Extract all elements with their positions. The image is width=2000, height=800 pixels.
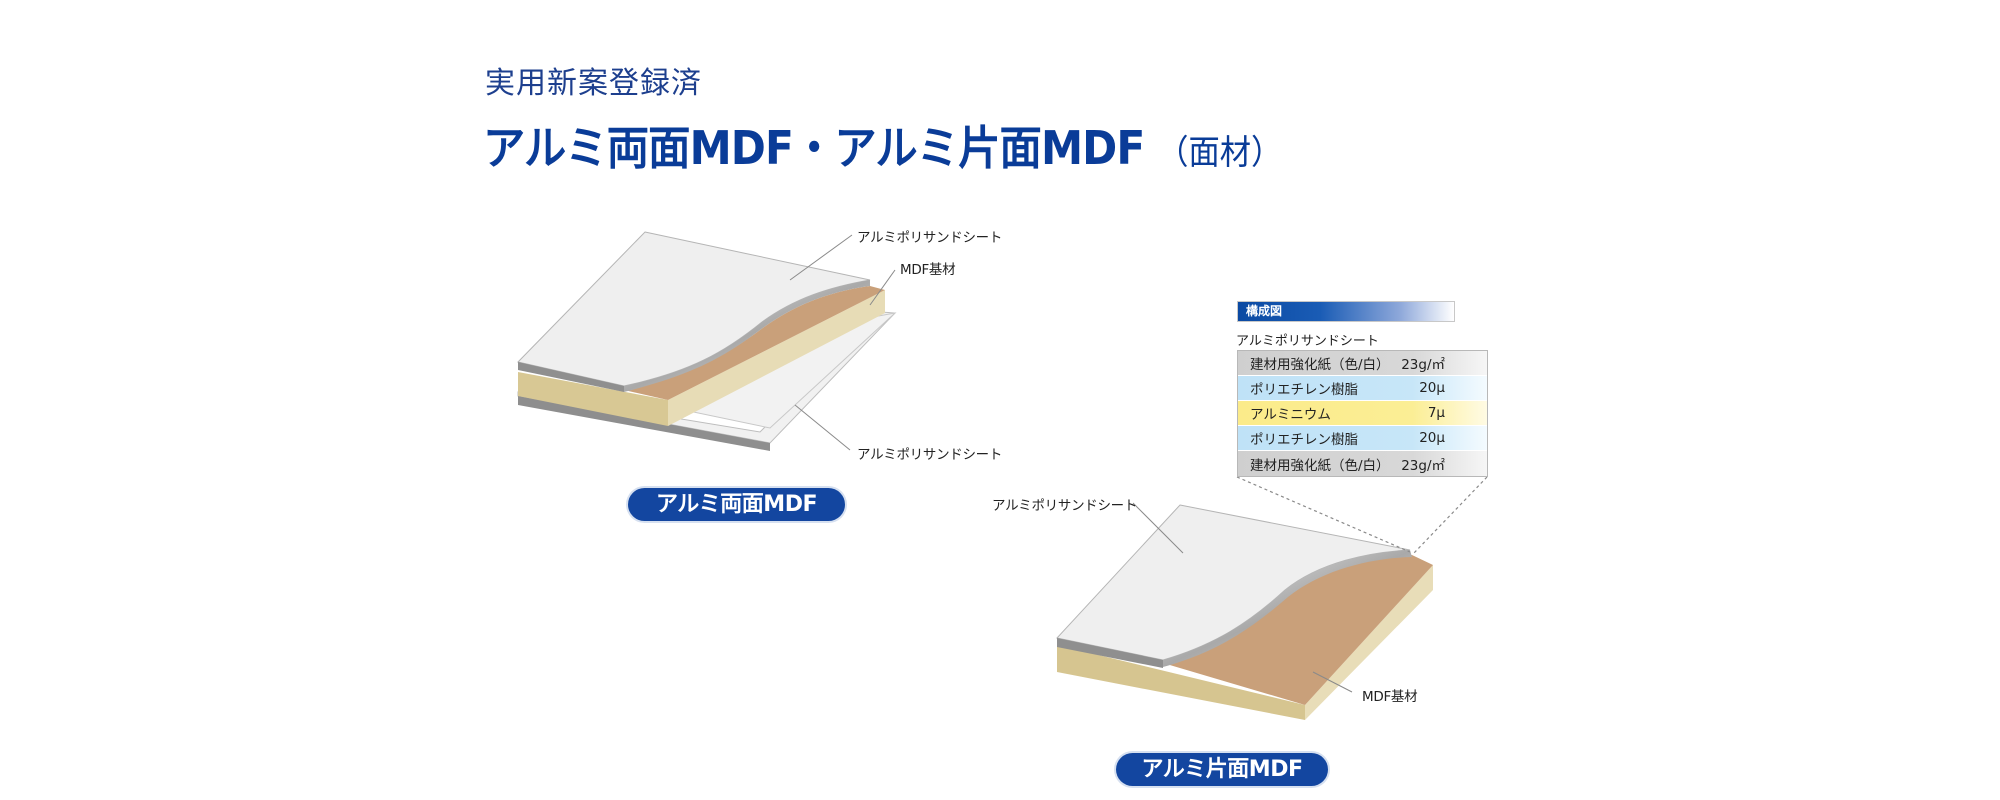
layer-value: 23g/㎡ — [1401, 457, 1445, 474]
label-top-sheet: アルミポリサンドシート — [992, 498, 1138, 514]
top-sheet-curl — [1163, 550, 1412, 667]
mdf-top — [1163, 555, 1433, 705]
callout-line — [1413, 476, 1488, 554]
top-sheet-edge — [1057, 638, 1163, 668]
bottom-sheet-edge — [518, 396, 770, 451]
structure-heading: 構成図 — [1237, 301, 1455, 322]
layer-name: ポリエチレン樹脂 — [1250, 432, 1358, 448]
page-title-suffix: （面材） — [1157, 133, 1283, 173]
mdf-top — [624, 286, 885, 400]
leader-line — [1132, 502, 1184, 554]
leader-line — [794, 404, 851, 451]
layer-row: ポリエチレン樹脂 20μ — [1238, 376, 1487, 401]
label-top-sheet: アルミポリサンドシート — [857, 230, 1003, 246]
single-sided-mdf-diagram — [1056, 476, 1488, 720]
layer-row: 建材用強化紙（色/白） 23g/㎡ — [1238, 351, 1487, 376]
badge-single-sided-mdf: アルミ片面MDF — [1116, 753, 1328, 786]
layer-value: 20μ — [1419, 380, 1445, 396]
leader-line — [789, 234, 853, 281]
layer-row: ポリエチレン樹脂 20μ — [1238, 426, 1487, 451]
page-title: アルミ両面MDF・アルミ片面MDF （面材） — [483, 112, 1282, 178]
layer-name: 建材用強化紙（色/白） — [1250, 357, 1390, 373]
mdf-front — [518, 372, 668, 426]
leader-line — [1312, 671, 1353, 693]
top-sheet-edge — [518, 362, 624, 392]
layer-value: 20μ — [1419, 430, 1445, 446]
badge-double-sided-mdf: アルミ両面MDF — [628, 488, 845, 521]
label-mdf-core: MDF基材 — [1362, 689, 1418, 705]
label-bottom-sheet: アルミポリサンドシート — [857, 447, 1003, 463]
double-sided-mdf-diagram — [517, 231, 897, 451]
leader-line — [869, 269, 896, 306]
layer-name: ポリエチレン樹脂 — [1250, 382, 1358, 398]
structure-sheet-name: アルミポリサンドシート — [1236, 334, 1379, 349]
layer-row: アルミニウム 7μ — [1238, 401, 1487, 426]
layer-value: 7μ — [1427, 405, 1445, 421]
layer-name: 建材用強化紙（色/白） — [1250, 457, 1390, 474]
layer-row: 建材用強化紙（色/白） 23g/㎡ — [1238, 451, 1487, 476]
page-title-main: アルミ両面MDF・アルミ片面MDF — [483, 121, 1145, 175]
label-mdf-core: MDF基材 — [900, 262, 956, 278]
registration-note: 実用新案登録済 — [485, 66, 702, 101]
mdf-side — [1305, 565, 1433, 720]
callout-line — [1236, 476, 1411, 553]
mdf-front — [1057, 645, 1305, 720]
top-sheet-curl — [624, 280, 870, 392]
layer-value: 23g/㎡ — [1401, 357, 1445, 373]
layer-name: アルミニウム — [1250, 407, 1331, 423]
mdf-side — [668, 290, 885, 426]
structure-layer-table: 建材用強化紙（色/白） 23g/㎡ ポリエチレン樹脂 20μ アルミニウム 7μ… — [1237, 350, 1488, 477]
